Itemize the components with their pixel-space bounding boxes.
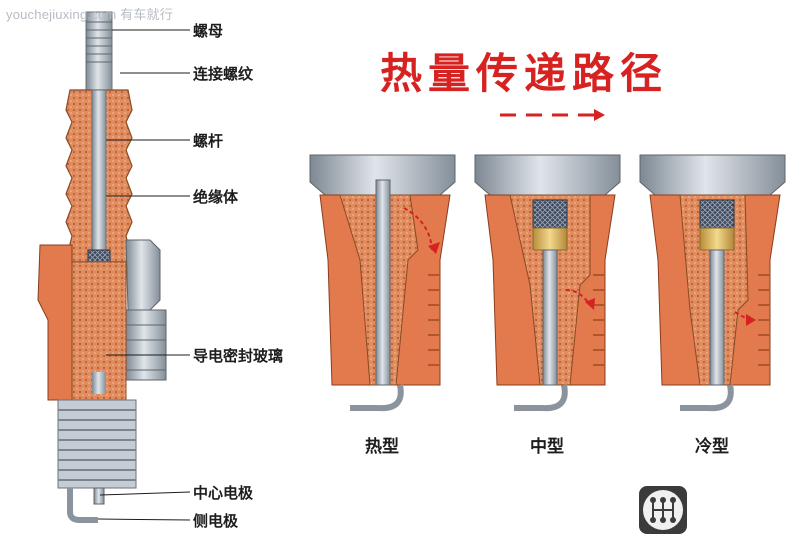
label-screw: 螺杆 — [193, 130, 223, 151]
label-medium-type: 中型 — [497, 432, 597, 457]
watermark-text: youchejiuxing.com 有车就行 — [6, 4, 173, 23]
label-side-electrode: 侧电极 — [193, 510, 238, 531]
label-center-electrode: 中心电极 — [193, 482, 253, 503]
diagram-title: 热量传递路径 — [380, 40, 668, 101]
label-glass-seal: 导电密封玻璃 — [193, 345, 283, 366]
heat-direction-arrow — [500, 109, 605, 121]
section-cold — [640, 155, 785, 408]
label-thread: 连接螺纹 — [193, 63, 253, 84]
label-insulator: 绝缘体 — [193, 186, 238, 207]
spark-plug-cutaway — [38, 12, 166, 520]
section-medium — [475, 155, 620, 408]
section-hot — [310, 155, 455, 408]
label-nut: 螺母 — [193, 20, 223, 41]
label-hot-type: 热型 — [332, 432, 432, 457]
gearshift-logo-icon — [639, 486, 687, 534]
label-cold-type: 冷型 — [662, 432, 762, 457]
